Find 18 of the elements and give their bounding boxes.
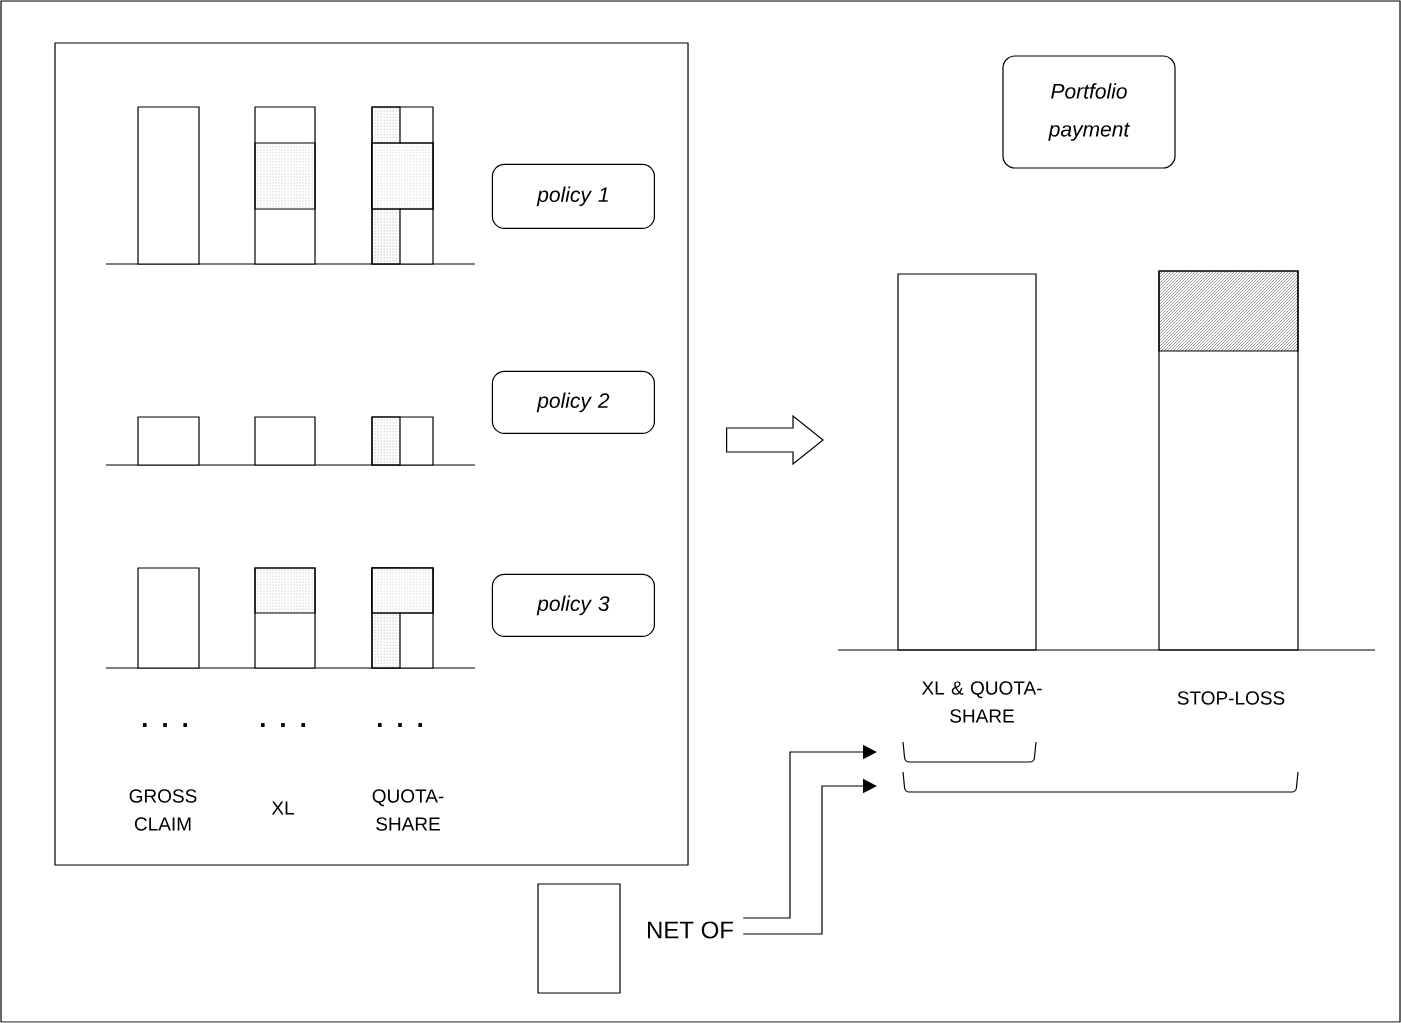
axis-label: XL (271, 801, 294, 815)
arrow (742, 778, 877, 935)
rounded-box: policy 2 (491, 370, 655, 434)
net-of-text: NET OF (648, 921, 733, 939)
ellipsis: . . . (142, 723, 188, 727)
block-arrow (726, 414, 824, 466)
ellipsis: . . . (260, 723, 306, 727)
axis-label: STOP-LOSS (1177, 691, 1285, 705)
rounded-box: policy 3 (491, 573, 655, 637)
axis-label: XL & QUOTA-SHARE (921, 681, 1042, 723)
ellipsis: . . . (377, 723, 423, 727)
rounded-box: policy 1 (491, 163, 655, 229)
rounded-box: Portfolio payment (1002, 55, 1176, 169)
panel-box (54, 42, 689, 866)
sample-box (537, 883, 621, 994)
axis-label: QUOTA-SHARE (372, 789, 444, 831)
axis-label: GROSS CLAIM (129, 789, 197, 831)
arrow (742, 744, 877, 919)
